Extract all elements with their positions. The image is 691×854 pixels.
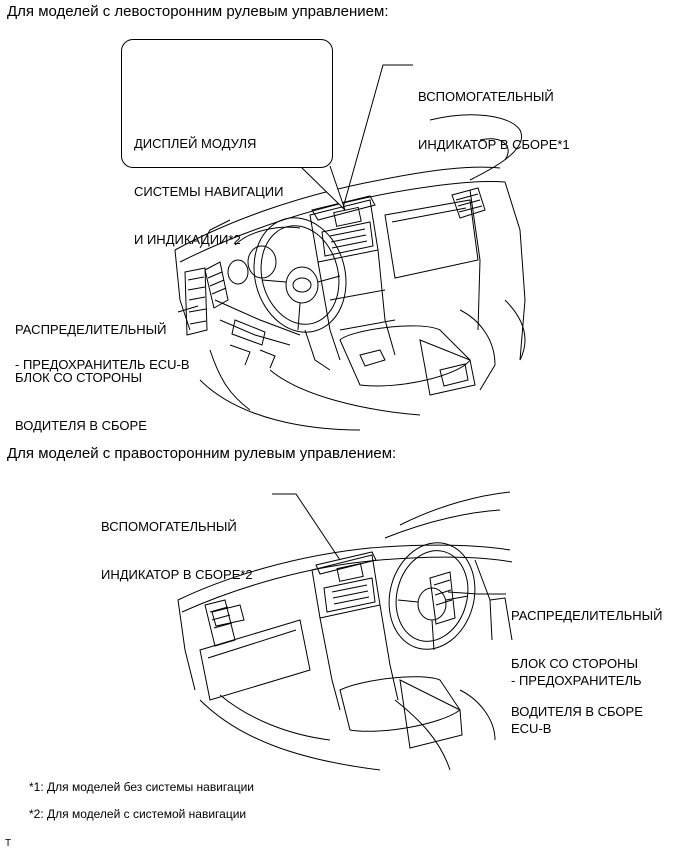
footnote-1: *1: Для моделей без системы навигации (29, 780, 254, 794)
rhd-aux-indicator-label: ВСПОМОГАТЕЛЬНЫЙ ИНДИКАТОР В СБОРЕ*2 (101, 487, 253, 599)
lhd-fuse-label: - ПРЕДОХРАНИТЕЛЬ ECU-B (15, 357, 190, 372)
nav-display-label-line-2: СИСТЕМЫ НАВИГАЦИИ (134, 184, 284, 199)
nav-display-label-line-1: ДИСПЛЕЙ МОДУЛЯ (134, 136, 257, 151)
lhd-junction-block-line-2: БЛОК СО СТОРОНЫ (15, 370, 143, 385)
lhd-dashboard-drawing (174, 114, 526, 431)
nav-display-label-line-3: И ИНДИКАЦИИ*2 (134, 232, 241, 247)
lhd-junction-block-label: РАСПРЕДЕЛИТЕЛЬНЫЙ БЛОК СО СТОРОНЫ ВОДИТЕ… (15, 290, 167, 450)
rhd-junction-block-line-3: ВОДИТЕЛЯ В СБОРЕ (511, 704, 643, 719)
lhd-jb-leader (177, 305, 199, 313)
lhd-aux-indicator-line-1: ВСПОМОГАТЕЛЬНЫЙ (418, 89, 554, 104)
rhd-junction-block-line-2: БЛОК СО СТОРОНЫ (511, 656, 639, 671)
lhd-aux-leader (342, 64, 413, 209)
lhd-junction-block-line-1: РАСПРЕДЕЛИТЕЛЬНЫЙ (15, 322, 167, 337)
lhd-junction-block-line-3: ВОДИТЕЛЯ В СБОРЕ (15, 418, 147, 433)
lhd-heading: Для моделей с левосторонним рулевым упра… (7, 3, 389, 20)
rhd-aux-leader (272, 493, 341, 561)
rhd-jb-leader (447, 591, 506, 595)
footnote-2: *2: Для моделей с системой навигации (29, 807, 247, 821)
lhd-aux-indicator-label: ВСПОМОГАТЕЛЬНЫЙ ИНДИКАТОР В СБОРЕ*1 (418, 57, 570, 169)
rhd-fuse-label: - ПРЕДОХРАНИТЕЛЬ ECU-B (511, 641, 642, 753)
rhd-dashboard-drawing (177, 491, 513, 771)
nav-display-label: ДИСПЛЕЙ МОДУЛЯ СИСТЕМЫ НАВИГАЦИИ И ИНДИК… (134, 104, 283, 264)
rhd-aux-indicator-line-1: ВСПОМОГАТЕЛЬНЫЙ (101, 519, 237, 534)
rhd-fuse-line-2: ECU-B (511, 721, 552, 736)
rhd-aux-indicator-line-2: ИНДИКАТОР В СБОРЕ*2 (101, 567, 253, 582)
rhd-fuse-line-1: - ПРЕДОХРАНИТЕЛЬ (511, 673, 642, 688)
rhd-junction-block-label: РАСПРЕДЕЛИТЕЛЬНЫЙ БЛОК СО СТОРОНЫ ВОДИТЕ… (511, 576, 663, 736)
rhd-junction-block-line-1: РАСПРЕДЕЛИТЕЛЬНЫЙ (511, 608, 663, 623)
rhd-heading: Для моделей с правосторонним рулевым упр… (7, 445, 397, 462)
lhd-aux-indicator-line-2: ИНДИКАТОР В СБОРЕ*1 (418, 137, 570, 152)
corner-mark: T (5, 838, 12, 849)
lhd-callout-pointer (299, 165, 346, 211)
nav-display-callout (121, 39, 333, 168)
